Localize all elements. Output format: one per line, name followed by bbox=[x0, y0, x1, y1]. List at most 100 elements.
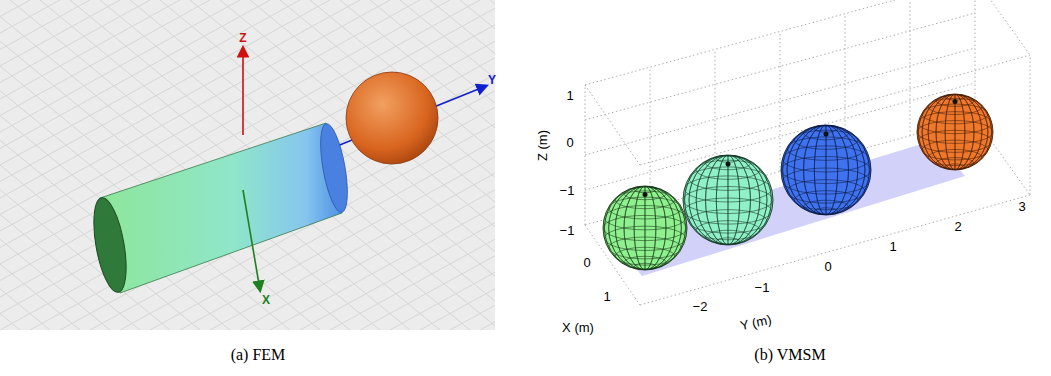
tick-label: 0 bbox=[824, 260, 831, 273]
meridian-line bbox=[609, 186, 682, 270]
meridian-line bbox=[783, 125, 870, 215]
fem-grid bbox=[0, 0, 495, 330]
pole-dot bbox=[643, 192, 648, 197]
grid-line bbox=[0, 0, 210, 330]
sphere-fill bbox=[683, 155, 773, 245]
sphere bbox=[781, 125, 871, 215]
grid-line bbox=[300, 0, 495, 330]
box-edge bbox=[1030, 55, 1031, 195]
grid-line bbox=[370, 0, 495, 330]
meridian-line bbox=[696, 155, 760, 245]
axis-title: X (m) bbox=[562, 321, 594, 334]
sphere bbox=[346, 72, 438, 164]
caption: (b) VMSM bbox=[754, 347, 825, 363]
tick-label: −1 bbox=[755, 281, 770, 294]
meridian-line bbox=[936, 94, 974, 170]
grid-line bbox=[0, 0, 30, 330]
grid-line bbox=[0, 0, 230, 330]
meridian-line bbox=[814, 125, 837, 215]
axis-title: Y (m) bbox=[739, 312, 773, 331]
sphere-fill bbox=[917, 94, 993, 170]
meridian-line bbox=[615, 186, 674, 270]
axis-letter: X bbox=[262, 294, 270, 306]
cylinder-end bbox=[315, 122, 352, 214]
cylinder-body bbox=[100, 123, 342, 293]
meridian-line bbox=[804, 125, 849, 215]
grid-line bbox=[0, 0, 90, 330]
meridian-line bbox=[918, 94, 991, 170]
meridian-line bbox=[689, 155, 767, 245]
meridian-line bbox=[928, 94, 982, 170]
meridian-line bbox=[936, 94, 974, 170]
grid-line bbox=[340, 0, 495, 330]
grid-line bbox=[460, 0, 495, 330]
tick-label: −1 bbox=[560, 224, 575, 237]
grid-line bbox=[0, 0, 450, 330]
meridian-line bbox=[787, 125, 865, 215]
sphere-outline bbox=[917, 94, 993, 170]
tick-label: 1 bbox=[603, 290, 610, 303]
box-edge bbox=[585, 13, 975, 120]
tick-label: 3 bbox=[1018, 200, 1025, 213]
meridian-line bbox=[826, 125, 827, 215]
pole-dot bbox=[824, 132, 829, 137]
sphere-outline bbox=[781, 125, 871, 215]
meridian-line bbox=[922, 94, 988, 170]
sphere-fill bbox=[781, 125, 871, 215]
z-axis bbox=[242, 48, 244, 135]
meridian-line bbox=[794, 125, 858, 215]
pole-dot bbox=[953, 99, 958, 104]
tick-label: 1 bbox=[566, 89, 573, 102]
meridian-line bbox=[728, 155, 729, 245]
meridian-line bbox=[955, 94, 956, 170]
fem-view bbox=[0, 0, 495, 330]
tick-label: 0 bbox=[566, 136, 573, 149]
box-edge bbox=[780, 32, 781, 172]
grid-line bbox=[0, 0, 390, 330]
grid-line bbox=[450, 0, 495, 330]
meridian-line bbox=[804, 125, 849, 215]
meridian-line bbox=[706, 155, 751, 245]
meridian-line bbox=[615, 186, 674, 270]
tick-label: 1 bbox=[889, 240, 896, 253]
axis-letter: Z bbox=[239, 32, 246, 44]
grid-line bbox=[90, 0, 495, 330]
grid-line bbox=[310, 0, 495, 330]
grid-line bbox=[490, 0, 495, 330]
tick-label: 0 bbox=[583, 256, 590, 269]
grid-line bbox=[360, 0, 495, 330]
meridian-line bbox=[604, 186, 685, 270]
axis-letter: Y bbox=[488, 74, 496, 86]
meridian-line bbox=[696, 155, 760, 245]
caption: (a) FEM bbox=[231, 347, 286, 363]
sphere-outline bbox=[603, 186, 687, 270]
vmsm-plot bbox=[585, 0, 1030, 305]
box-edge bbox=[910, 0, 911, 136]
meridian-line bbox=[928, 94, 982, 170]
meridian-line bbox=[624, 186, 666, 270]
meridian-line bbox=[945, 94, 965, 170]
meridian-line bbox=[814, 125, 837, 215]
meridian-line bbox=[787, 125, 865, 215]
tick-label: −2 bbox=[693, 300, 708, 313]
grid-line bbox=[0, 0, 50, 330]
meridian-line bbox=[645, 186, 646, 270]
grid-line bbox=[100, 0, 495, 330]
sphere bbox=[683, 155, 773, 245]
grid-line bbox=[0, 0, 110, 330]
meridian-line bbox=[918, 94, 991, 170]
box-edge bbox=[975, 0, 1030, 55]
meridian-line bbox=[604, 186, 685, 270]
grid-line bbox=[390, 0, 495, 330]
grid-line bbox=[480, 0, 495, 330]
grid-line bbox=[420, 0, 495, 330]
grid-line bbox=[430, 0, 495, 330]
cylinder-cap bbox=[88, 195, 132, 294]
sphere bbox=[917, 94, 993, 170]
axis-title: Z (m) bbox=[536, 129, 549, 160]
meridian-line bbox=[716, 155, 739, 245]
meridian-line bbox=[794, 125, 858, 215]
spheres bbox=[603, 94, 993, 270]
sphere-fill bbox=[603, 186, 687, 270]
